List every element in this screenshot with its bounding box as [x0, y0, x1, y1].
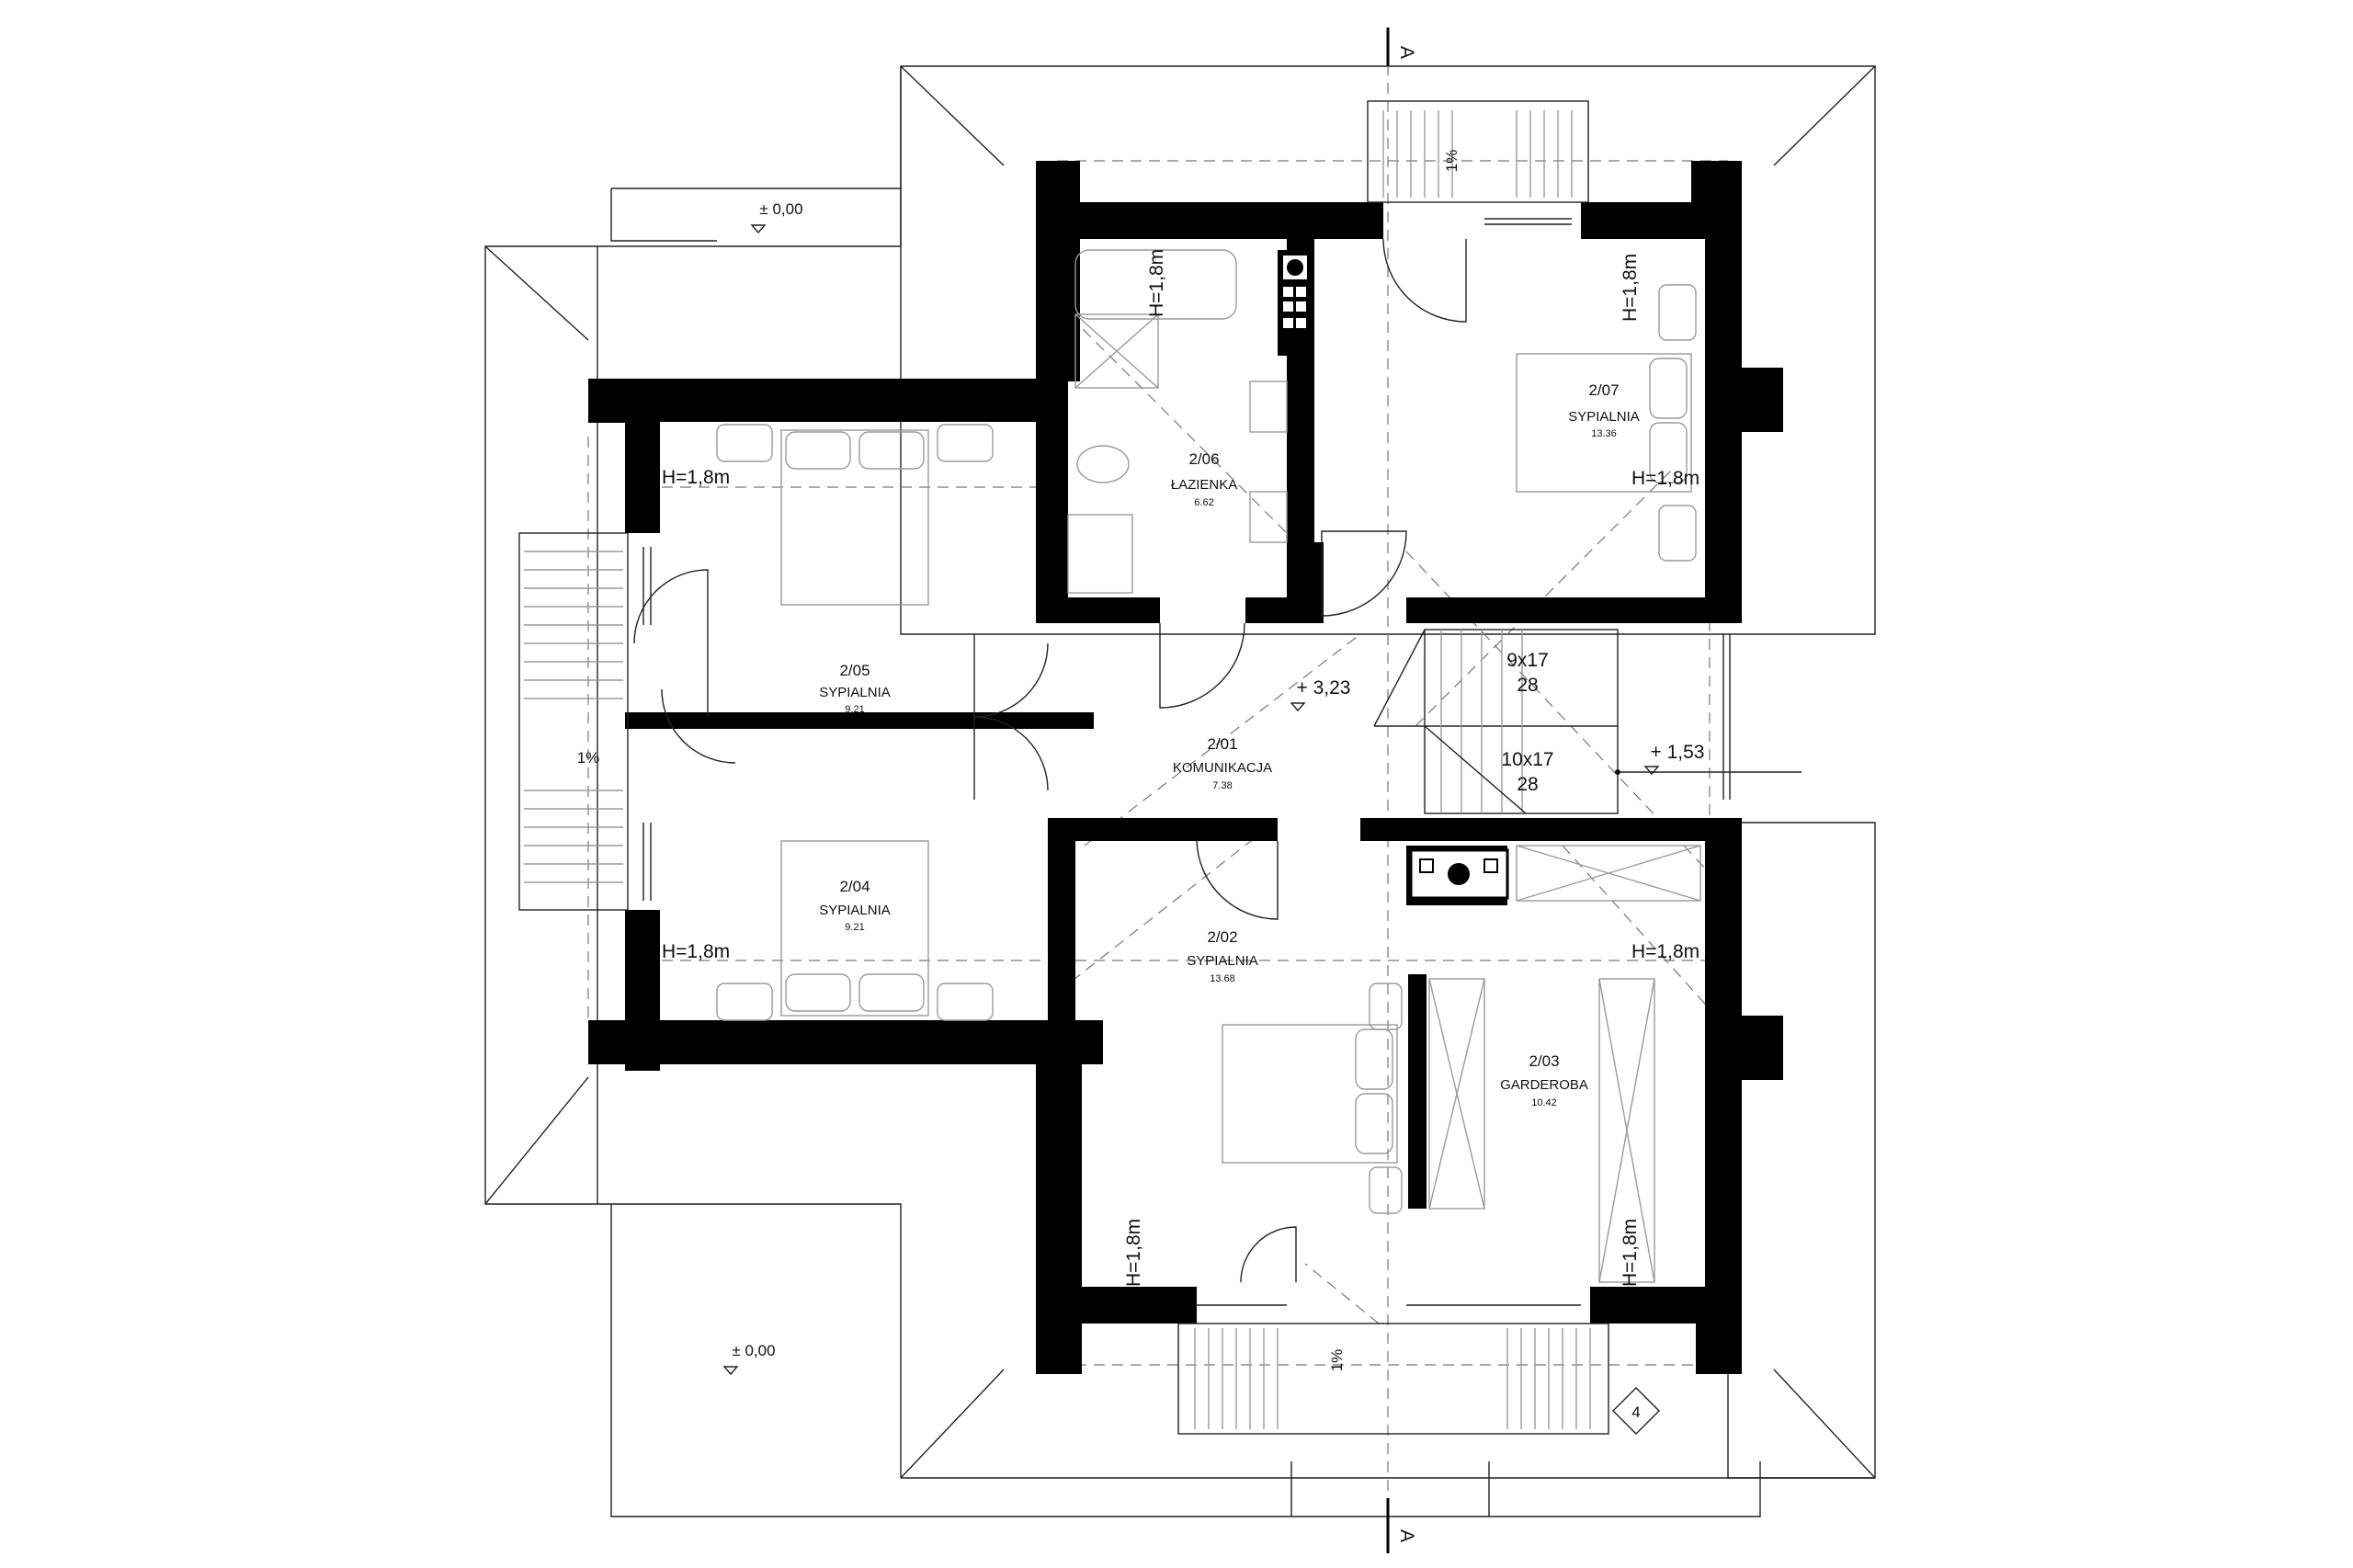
- room-number: 2/02: [1207, 928, 1237, 946]
- headroom-label: H=1,8m: [1620, 1219, 1641, 1287]
- room-area: 10.42: [1531, 1097, 1557, 1108]
- headroom-label: H=1,8m: [1631, 468, 1699, 489]
- section-line: A A: [1386, 28, 1417, 1553]
- room-name: SYPIALNIA: [819, 903, 891, 918]
- headroom-label: H=1,8m: [1123, 1219, 1144, 1287]
- room-number: 2/03: [1529, 1052, 1559, 1070]
- balcony-bottom: [1177, 1323, 1609, 1435]
- stairs-upper-count: 9x17: [1506, 650, 1549, 671]
- room-area: 6.62: [1194, 497, 1213, 508]
- slope-left: 1%: [577, 749, 600, 767]
- doors: [633, 238, 1467, 1283]
- room-area: 9.21: [845, 922, 864, 933]
- room-number: 2/05: [839, 662, 870, 679]
- section-marker-top: A: [1396, 46, 1417, 59]
- stairs-lower-count: 10x17: [1501, 749, 1553, 770]
- room-name: SYPIALNIA: [819, 685, 891, 700]
- staircase: [1373, 629, 1802, 814]
- room-number: 2/01: [1207, 735, 1237, 753]
- level-annotations: ± 0,00 ± 0,00 + 3,23 + 1,53: [722, 200, 1705, 1376]
- room-area: 7.38: [1212, 780, 1232, 791]
- headroom-label: H=1,8m: [1631, 941, 1699, 962]
- room-2-03: 2/03 GARDEROBA 10.42: [1500, 1052, 1588, 1108]
- room-number: 2/06: [1188, 450, 1219, 468]
- room-number: 2/04: [839, 878, 870, 895]
- room-name: KOMUNIKACJA: [1173, 760, 1272, 776]
- elevation-marker-label: 4: [1631, 1403, 1640, 1421]
- room-2-05: 2/05 SYPIALNIA 9.21: [819, 662, 891, 715]
- room-number: 2/07: [1588, 381, 1619, 399]
- room-2-04: 2/04 SYPIALNIA 9.21: [819, 878, 891, 933]
- level-ground-top: ± 0,00: [759, 200, 802, 218]
- elevation-marker: 4: [1612, 1387, 1660, 1435]
- headroom-label: H=1,8m: [1620, 254, 1641, 322]
- slope-annotations: 1% 1% 1%: [577, 150, 1461, 1372]
- level-stairs-mid: + 1,53: [1651, 742, 1705, 763]
- stairs-upper-tread: 28: [1517, 675, 1538, 696]
- stair-labels: 9x17 28 10x17 28: [1501, 650, 1553, 795]
- stairs-lower-tread: 28: [1517, 774, 1538, 795]
- furniture: [642, 218, 1731, 1306]
- room-name: SYPIALNIA: [1568, 409, 1640, 425]
- room-area: 13.36: [1591, 428, 1617, 439]
- room-2-02: 2/02 SYPIALNIA 13.68: [1187, 928, 1258, 984]
- room-name: SYPIALNIA: [1187, 953, 1258, 969]
- level-ground-bottom: ± 0,00: [732, 1342, 775, 1359]
- room-area: 13.68: [1210, 973, 1235, 984]
- room-name: GARDEROBA: [1500, 1077, 1588, 1093]
- walls: [588, 161, 1783, 1374]
- slope-bottom: 1%: [1328, 1349, 1346, 1372]
- slope-top: 1%: [1443, 150, 1461, 173]
- room-2-06: 2/06 ŁAZIENKA 6.62: [1171, 450, 1238, 508]
- room-2-01: 2/01 KOMUNIKACJA 7.38: [1173, 735, 1272, 791]
- balcony-left: [518, 532, 629, 911]
- section-marker-bottom: A: [1396, 1529, 1417, 1542]
- headroom-labels: H=1,8m H=1,8m H=1,8m H=1,8m H=1,8m H=1,8…: [662, 249, 1699, 1287]
- headroom-label: H=1,8m: [662, 941, 730, 962]
- level-landing: + 3,23: [1297, 677, 1351, 699]
- headroom-label: H=1,8m: [662, 467, 730, 488]
- headroom-label: H=1,8m: [1146, 249, 1167, 317]
- room-area: 9.21: [845, 704, 864, 715]
- room-name: ŁAZIENKA: [1171, 477, 1238, 493]
- balcony-top: [1367, 100, 1589, 203]
- room-2-07: 2/07 SYPIALNIA 13.36: [1568, 381, 1640, 439]
